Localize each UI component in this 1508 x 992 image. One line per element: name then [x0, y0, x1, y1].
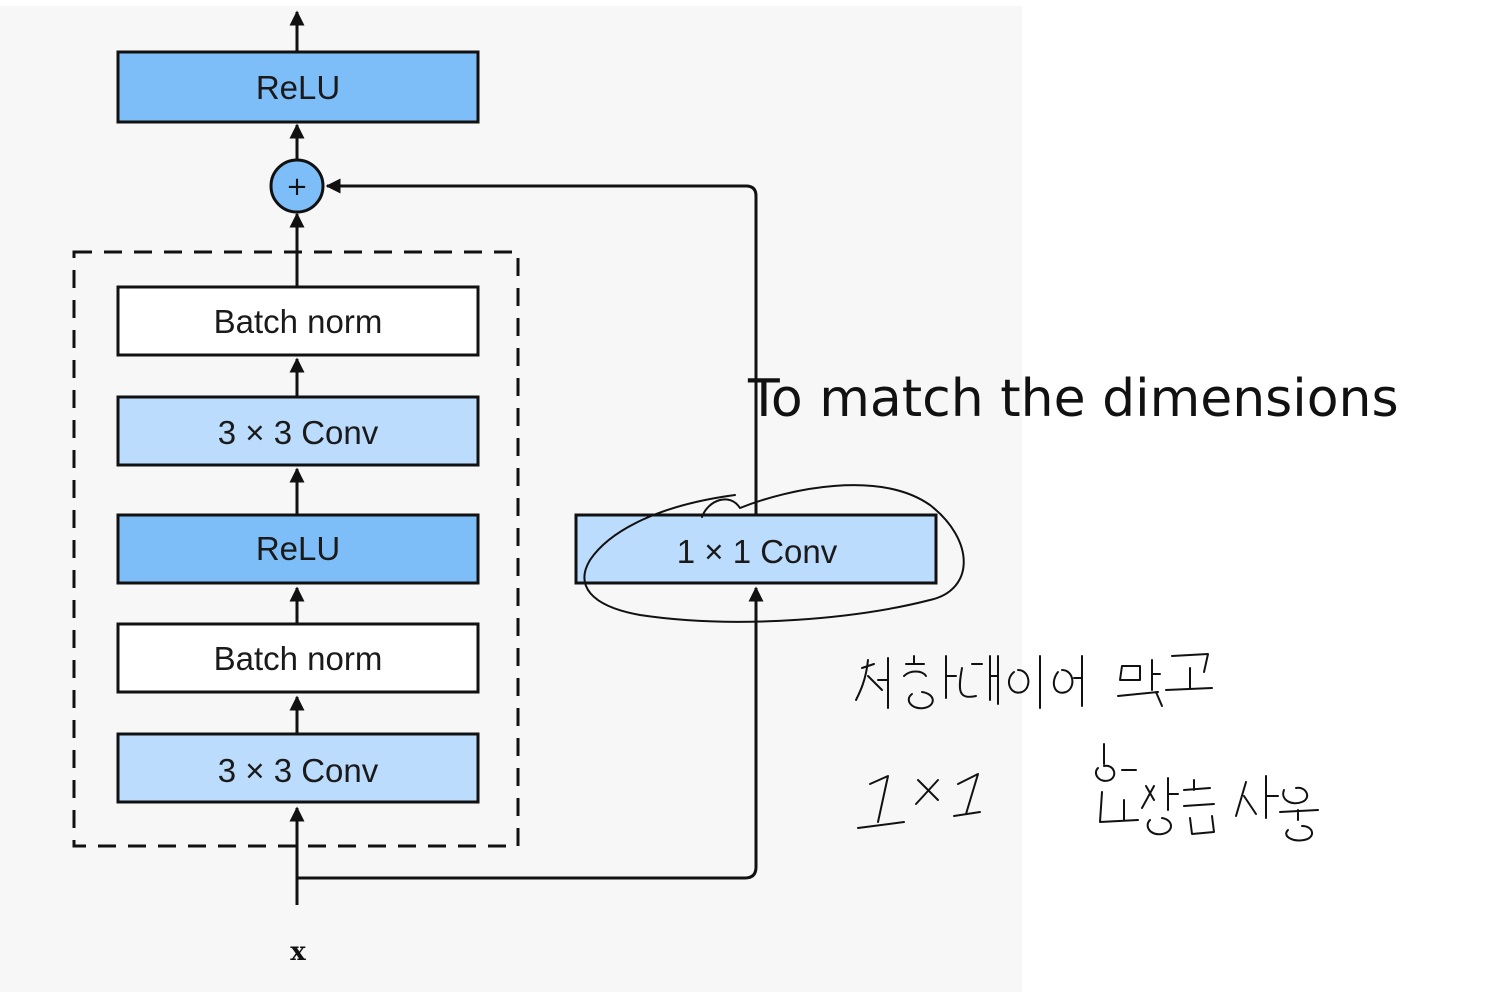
sum-symbol: + — [286, 172, 308, 202]
conv-1x1-block: 1 × 1 Conv — [574, 513, 938, 585]
shortcut-x-to-1x1 — [297, 586, 764, 880]
shortcut-1x1-to-sum — [325, 178, 758, 514]
handwritten-line2 — [857, 743, 1319, 842]
conv-upper-block: 3 × 3 Conv — [116, 395, 480, 467]
shortcut-path — [297, 178, 764, 880]
batch-norm-upper-label: Batch norm — [214, 303, 383, 340]
handdrawn-ellipse — [583, 484, 965, 623]
relu-mid-block: ReLU — [116, 513, 480, 585]
conv-lower-block: 3 × 3 Conv — [116, 732, 480, 804]
relu-top-label: ReLU — [256, 69, 340, 106]
figure-panel — [0, 6, 1022, 992]
input-x-label: x — [290, 937, 306, 967]
batch-norm-lower-label: Batch norm — [214, 640, 383, 677]
dimension-note: To match the dimensions — [747, 369, 1399, 429]
relu-mid-label: ReLU — [256, 530, 340, 567]
batch-norm-upper-block: Batch norm — [116, 285, 480, 357]
relu-top-block: ReLU — [116, 50, 480, 124]
sum-node: + — [269, 158, 325, 214]
conv-upper-label: 3 × 3 Conv — [218, 414, 379, 451]
batch-norm-lower-block: Batch norm — [116, 622, 480, 694]
conv-1x1-label: 1 × 1 Conv — [677, 533, 838, 570]
handwritten-line1 — [855, 653, 1213, 710]
conv-lower-label: 3 × 3 Conv — [218, 752, 379, 789]
handwritten-note — [855, 653, 1319, 842]
